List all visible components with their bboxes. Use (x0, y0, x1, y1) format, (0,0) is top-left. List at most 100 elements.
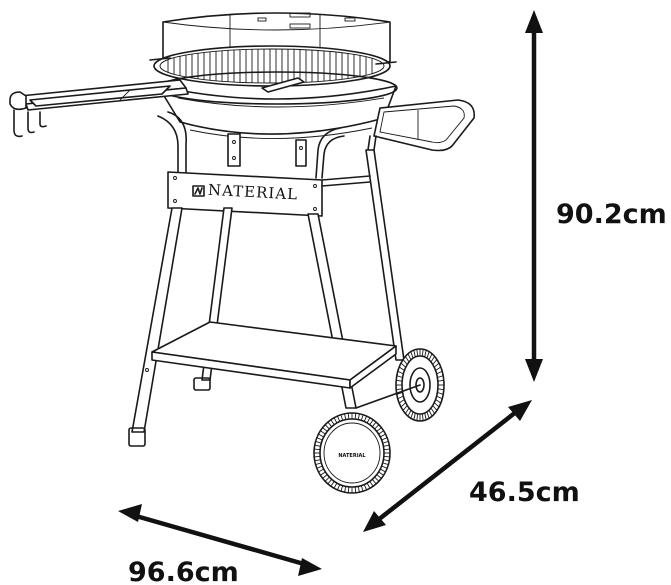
wheel-tread (337, 415, 341, 422)
wheel-tread (330, 419, 335, 425)
wheel-tread (383, 455, 390, 458)
wheel-tread (400, 402, 407, 408)
axle (355, 384, 421, 409)
wheel-tread (381, 465, 388, 469)
height-arrow-bottom-head (525, 359, 543, 382)
wheel-tread (396, 379, 403, 382)
wheel-tread (320, 471, 326, 476)
wheel-tread (315, 462, 322, 466)
wheel-tread (363, 484, 367, 491)
wheel-tread (413, 350, 416, 358)
wheel-tread (316, 465, 323, 469)
wheel-tread (437, 388, 444, 391)
width-label: 96.6cm (128, 557, 239, 585)
wheel-tread (314, 448, 321, 451)
wheel-tread (426, 411, 430, 419)
wheel-tread (432, 359, 438, 365)
depth-dimension: 46.5cm (363, 400, 580, 532)
depth-arrow-line (376, 410, 518, 522)
wheel-tread (374, 424, 380, 430)
wheel-tread (347, 486, 350, 493)
wheel-tread (314, 455, 321, 458)
wheel-tread (369, 481, 374, 487)
wheel-tread (314, 444, 321, 447)
wheel-tread (315, 440, 322, 444)
width-arrow-right-head (298, 558, 322, 576)
wheel-tread (396, 375, 403, 378)
wheel-tread (382, 462, 389, 466)
wheel-tread (369, 419, 374, 425)
wheel-tread (416, 413, 419, 421)
wheel-tread (383, 444, 390, 447)
wheel-tread (405, 356, 410, 363)
grill-bowl (156, 71, 398, 139)
wheel-tread (402, 405, 408, 411)
wheel-tread (381, 437, 388, 441)
wheel-tread (428, 353, 433, 361)
wheel-tread (383, 459, 390, 462)
depth-arrow-bottom-head (363, 511, 386, 532)
wheel-tread (437, 375, 444, 378)
wheel-tread (318, 433, 324, 438)
wheel-tread (437, 392, 444, 395)
wheel-tread (316, 437, 323, 441)
wheel-tread (366, 417, 371, 424)
wheel-tread (333, 482, 338, 489)
wheel-tread (371, 421, 377, 428)
wheel-tread (324, 424, 330, 430)
wheel-tread (380, 433, 386, 438)
wheel-tread (320, 430, 326, 435)
wheel-tread (435, 399, 442, 404)
wheel-tread (397, 370, 404, 375)
wheel-front: NATERIAL (313, 412, 391, 494)
wheel-tread (327, 478, 333, 485)
wheel-tread (410, 351, 414, 359)
wheel-tread (347, 413, 350, 420)
brand-panel: NATERIAL (167, 171, 323, 217)
wheel-tread (333, 417, 338, 424)
brand-logo-icon (192, 185, 205, 197)
wheel-tread (322, 427, 328, 432)
wheel-tread (436, 395, 443, 400)
wheel-tread (416, 349, 419, 357)
wheel-tread (363, 415, 367, 422)
wheel-tread (424, 350, 427, 358)
height-label: 90.2cm (556, 199, 667, 230)
depth-arrow-top-head (508, 400, 532, 421)
wheel-tread (383, 448, 390, 451)
wheel-tread (360, 414, 364, 421)
wheel-tread (398, 399, 405, 404)
wheel-tread (354, 413, 357, 420)
wheel-tread (344, 486, 347, 493)
wheel-tread (357, 486, 360, 493)
wheel-tread (433, 362, 440, 368)
wheel-tread (378, 430, 384, 435)
height-arrow-top-head (525, 10, 543, 33)
wheel-tread (426, 351, 430, 359)
wheel-tread (360, 485, 364, 492)
wheel-tread (322, 474, 328, 479)
wheel-tread (380, 468, 386, 473)
wheel-tread (400, 362, 407, 368)
wheel-tread (374, 476, 380, 482)
wheel-tread (435, 366, 442, 371)
wheel-tread (405, 407, 410, 414)
wheel-tread (421, 349, 424, 357)
wheel-tread (437, 379, 444, 382)
wheel-tread (396, 388, 403, 391)
barbecue-illustration: NATERIAL (9, 12, 475, 494)
wheel-tread (376, 427, 382, 432)
width-arrow-line (135, 513, 305, 567)
wheel-tread (410, 411, 414, 419)
height-dimension: 90.2cm (525, 10, 667, 382)
wheel-tread (371, 478, 377, 485)
width-dimension: 96.6cm (118, 504, 322, 585)
lower-shelf (151, 321, 397, 389)
wheel-tread (397, 395, 404, 400)
wheel-tread (436, 370, 443, 375)
wheel-tread (398, 366, 405, 371)
wheel-tread (327, 421, 333, 428)
brand-label: NATERIAL (208, 181, 299, 204)
width-arrow-left-head (118, 504, 142, 522)
